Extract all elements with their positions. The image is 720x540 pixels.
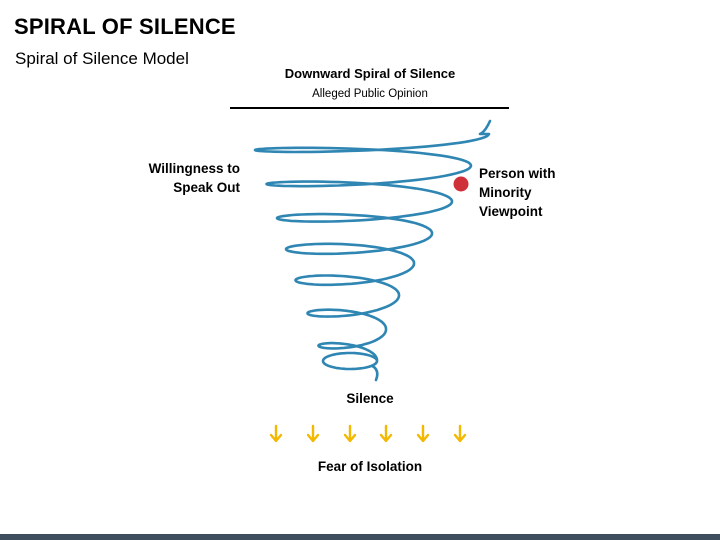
minority-viewpoint-marker bbox=[453, 176, 469, 192]
down-arrow-icon bbox=[306, 424, 319, 443]
minority-viewpoint-label: Person with Minority Viewpoint bbox=[479, 166, 556, 219]
down-arrow-icon bbox=[416, 424, 430, 443]
down-arrow-icon bbox=[269, 424, 283, 443]
down-arrow-icon bbox=[380, 424, 393, 443]
page-title: SPIRAL OF SILENCE bbox=[14, 14, 236, 39]
page-subtitle: Spiral of Silence Model bbox=[15, 49, 189, 68]
diagram-title: Downward Spiral of Silence bbox=[284, 66, 456, 81]
fear-of-isolation-label: Fear of Isolation bbox=[317, 459, 423, 474]
down-arrows bbox=[268, 424, 472, 446]
willingness-label: Willingness to Speak Out bbox=[148, 161, 240, 195]
footer-bar bbox=[0, 534, 720, 540]
diagram-subtitle: Alleged Public Opinion bbox=[312, 88, 428, 100]
silence-label: Silence bbox=[346, 391, 394, 406]
title-underline bbox=[230, 107, 509, 109]
spiral-line bbox=[253, 119, 492, 382]
down-arrow-icon bbox=[453, 424, 467, 443]
down-arrow-icon bbox=[343, 424, 356, 443]
